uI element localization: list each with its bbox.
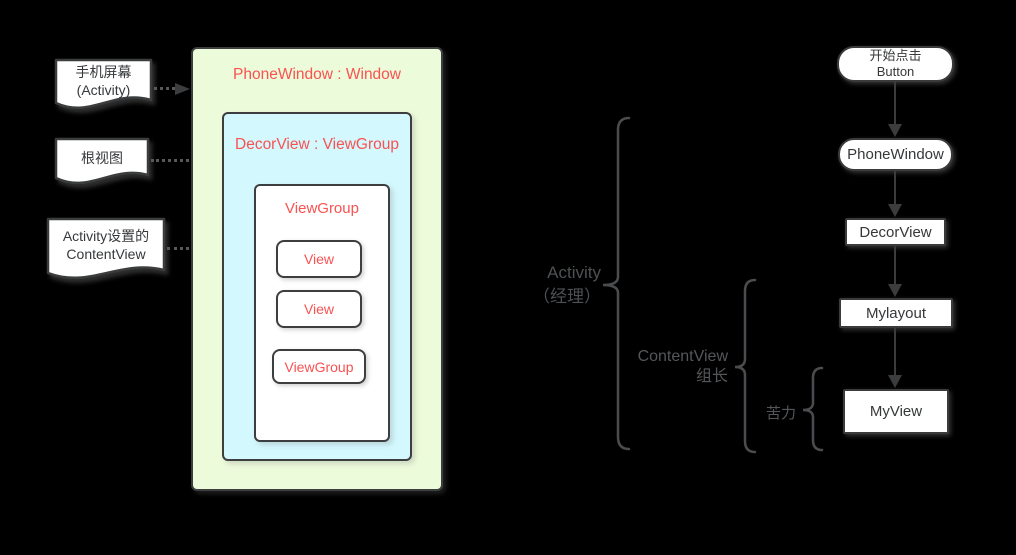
brace-kuli-icon	[802, 366, 824, 452]
flow-node-line: Mylayout	[865, 304, 927, 322]
label-line: ContentView	[637, 348, 728, 365]
label-line: Activity	[547, 263, 601, 282]
callout-line: (Activity)	[76, 81, 131, 98]
brace-contentview-icon	[734, 278, 757, 454]
callout-root-view: 根视图	[54, 137, 150, 188]
viewgroup-box-title: ViewGroup	[285, 200, 359, 217]
label-line: 组长	[695, 368, 728, 385]
document-shape-icon	[54, 58, 153, 109]
flow-node-start-click-button: 开始点击 Button	[837, 46, 954, 82]
callout-phone-screen-text: 手机屏幕 (Activity)	[54, 58, 153, 103]
viewgroup-child-box: ViewGroup	[272, 349, 366, 384]
flow-node-decorview: DecorView	[845, 218, 946, 246]
callout-line: 手机屏幕	[75, 63, 132, 80]
phonewindow-box: PhoneWindow : Window DecorView : ViewGro…	[191, 47, 443, 491]
label-kuli: 苦力	[760, 402, 796, 423]
dotted-line	[151, 159, 207, 162]
flow-node-phonewindow: PhoneWindow	[838, 138, 953, 171]
flow-arrow-line	[894, 82, 896, 124]
view-child-box: View	[276, 240, 362, 278]
callout-root-view-text: 根视图	[54, 137, 150, 178]
label-line: 苦力	[765, 405, 796, 422]
callout-content-view: Activity设置的 ContentView	[46, 217, 166, 283]
decorview-box-title: DecorView : ViewGroup	[235, 136, 399, 153]
arrowhead-icon	[175, 82, 190, 95]
document-shape-icon	[54, 137, 150, 185]
braces-graphic	[602, 116, 824, 454]
flow-arrow-line	[894, 246, 896, 284]
decorview-box: DecorView : ViewGroup ViewGroup View Vie…	[222, 112, 412, 461]
view-child-box: View	[276, 290, 362, 328]
label-contentview-leader: ContentView 组长	[628, 347, 728, 387]
label-activity-manager: Activity （经理）	[505, 261, 601, 309]
callout-line: ContentView	[66, 246, 146, 262]
flow-arrow-line	[894, 328, 896, 375]
callout-content-view-text: Activity设置的 ContentView	[46, 217, 166, 273]
dotted-line	[154, 87, 175, 90]
flow-node-mylayout: Mylayout	[839, 298, 953, 328]
document-shape-icon	[46, 217, 166, 279]
label-line: （经理）	[533, 287, 601, 306]
callout-line: 根视图	[81, 149, 123, 166]
flow-node-line: PhoneWindow	[847, 146, 944, 163]
flow-arrowhead-icon	[888, 375, 902, 388]
callout-phone-screen: 手机屏幕 (Activity)	[54, 58, 153, 113]
flow-node-line: 开始点击	[869, 48, 922, 63]
flow-node-myview: MyView	[843, 389, 949, 434]
brace-activity-icon	[602, 116, 631, 451]
flow-node-line: DecorView	[859, 223, 932, 241]
flow-node-line: MyView	[869, 403, 923, 420]
flow-arrow-line	[894, 171, 896, 204]
flow-arrowhead-icon	[888, 204, 902, 217]
flow-arrowhead-icon	[888, 124, 902, 137]
phonewindow-box-title: PhoneWindow : Window	[233, 66, 401, 83]
flow-node-line: Button	[876, 64, 915, 79]
flow-arrowhead-icon	[888, 284, 902, 297]
callout-line: Activity设置的	[62, 228, 150, 244]
viewgroup-box: ViewGroup View View ViewGroup	[254, 184, 390, 442]
dotted-arrow-icon	[154, 82, 190, 95]
